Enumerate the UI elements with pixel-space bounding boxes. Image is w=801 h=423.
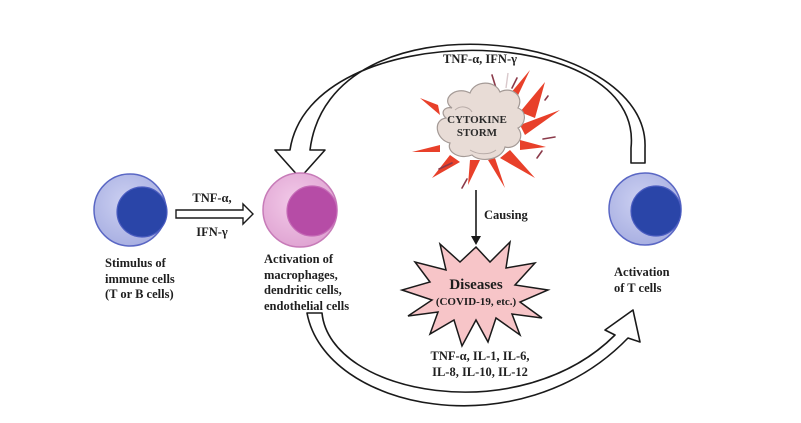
- t-cells-label: Activation of T cells: [614, 265, 670, 296]
- cytokine-storm-label: CYTOKINE STORM: [432, 114, 522, 140]
- macrophages-label-line: endothelial cells: [264, 298, 350, 313]
- diseases-starburst: [399, 239, 551, 348]
- stimulus-to-macrophages-arrow: [175, 202, 254, 226]
- stimulus-cell: [93, 173, 168, 247]
- bottom-arc-arrow: [306, 309, 641, 407]
- bottom-arc-label-line: IL-8, IL-10, IL-12: [432, 364, 528, 379]
- stimulus-label-line: immune cells: [105, 271, 175, 286]
- stimulus-label-line: (T or B cells): [105, 287, 174, 301]
- macrophage-cell: [262, 172, 338, 248]
- stimulus-label-line: Stimulus of: [105, 256, 166, 270]
- diseases-title: Diseases: [449, 277, 503, 293]
- storm-to-diseases-arrow: [471, 190, 481, 245]
- t-cells-label-line: Activation: [614, 265, 670, 279]
- t-cell: [608, 172, 682, 246]
- diseases-star-shape: [399, 239, 551, 348]
- top-arc-label: TNF-α, IFN-γ: [443, 52, 517, 66]
- cytokine-storm-label-line: STORM: [456, 127, 498, 139]
- stimulus-arrow-label-top: TNF-α,: [192, 191, 232, 205]
- stimulus-label: Stimulus of immune cells (T or B cells): [105, 256, 175, 303]
- macrophages-label: Activation of macrophages, dendritic cel…: [264, 252, 349, 314]
- macrophages-label-line: macrophages,: [264, 267, 338, 282]
- cytokine-storm-label-line: CYTOKINE: [447, 114, 507, 126]
- bottom-arc-label-line: TNF-α, IL-1, IL-6,: [430, 349, 530, 363]
- causing-label: Causing: [484, 208, 528, 222]
- top-arc-arrow: [274, 43, 646, 179]
- stimulus-arrow-label-bottom: IFN-γ: [196, 225, 228, 239]
- cytokine-storm-burst: [412, 70, 560, 189]
- diseases-subtitle: (COVID-19, etc.): [435, 296, 517, 308]
- macrophages-label-line: dendritic cells,: [264, 283, 342, 297]
- t-cells-label-line: of T cells: [614, 280, 662, 295]
- bottom-arc-label: TNF-α, IL-1, IL-6, IL-8, IL-10, IL-12: [410, 349, 550, 380]
- macrophages-label-line: Activation of: [264, 252, 334, 266]
